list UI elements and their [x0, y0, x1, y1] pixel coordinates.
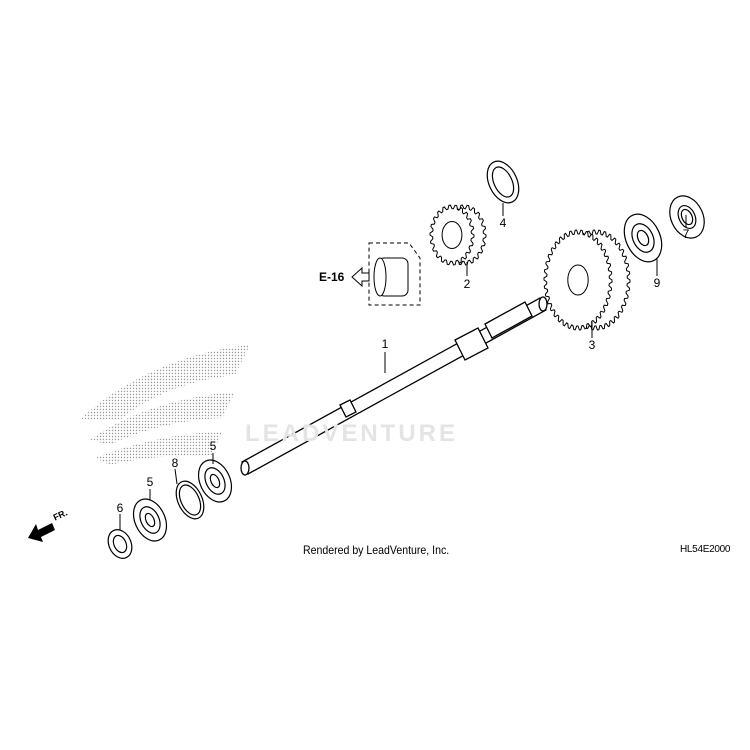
front-arrow-icon: [28, 523, 55, 542]
callout-7[interactable]: 7: [682, 227, 690, 241]
bearing-5-right: [197, 459, 233, 503]
leader-lines: [119, 203, 687, 530]
callout-5-left[interactable]: 5: [146, 475, 154, 489]
circlip-8: [175, 480, 205, 520]
gear-2: [429, 204, 487, 266]
spline-part: [373, 257, 409, 297]
callout-6[interactable]: 6: [116, 501, 124, 515]
bearing-5-left: [132, 498, 168, 542]
callout-5-right[interactable]: 5: [209, 439, 217, 453]
diagram-code: HL54E2000: [680, 544, 731, 555]
honda-wing-logo: [80, 345, 250, 465]
callout-4[interactable]: 4: [499, 216, 507, 230]
cross-reference-e16[interactable]: E-16: [319, 270, 345, 284]
render-credit: Rendered by LeadVenture, Inc.: [303, 543, 450, 557]
callout-2[interactable]: 2: [463, 277, 471, 291]
bearing-9: [623, 213, 663, 263]
callout-1[interactable]: 1: [381, 337, 389, 351]
washer-4: [486, 160, 520, 204]
gear-3: [543, 229, 631, 331]
countershaft: [240, 296, 548, 476]
oil-seal-7: [669, 195, 705, 239]
arrow-left-icon: [351, 266, 370, 288]
callout-3[interactable]: 3: [588, 338, 596, 352]
callout-8[interactable]: 8: [171, 456, 179, 470]
oil-seal-6: [107, 529, 133, 559]
leadventure-watermark: LEADVENTURE: [245, 420, 459, 447]
callout-9[interactable]: 9: [653, 276, 661, 290]
